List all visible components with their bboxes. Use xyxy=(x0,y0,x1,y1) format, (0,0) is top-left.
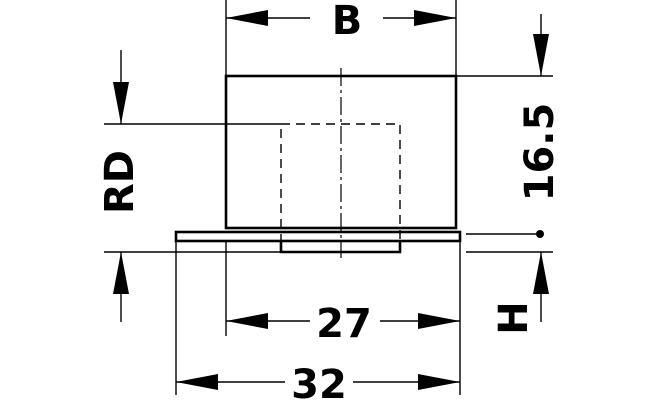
dimension-rd: RD xyxy=(97,50,143,322)
dimension-16-5: 16.5 xyxy=(517,14,563,238)
part-body xyxy=(174,68,462,258)
dimension-32: 32 xyxy=(176,362,460,400)
dimension-16-5-label: 16.5 xyxy=(517,103,563,202)
extension-lines xyxy=(104,0,553,395)
dimension-b-label: B xyxy=(332,0,363,44)
dimension-27-label: 27 xyxy=(316,301,372,347)
dimension-dot xyxy=(536,230,544,238)
dimension-h-label: H xyxy=(491,301,537,334)
dimension-h: H xyxy=(491,252,549,335)
flange-plate xyxy=(174,230,462,243)
dimension-32-label: 32 xyxy=(291,362,347,400)
dimension-27: 27 xyxy=(226,301,460,347)
dimension-b: B xyxy=(226,0,456,44)
dimension-rd-label: RD xyxy=(97,150,143,214)
